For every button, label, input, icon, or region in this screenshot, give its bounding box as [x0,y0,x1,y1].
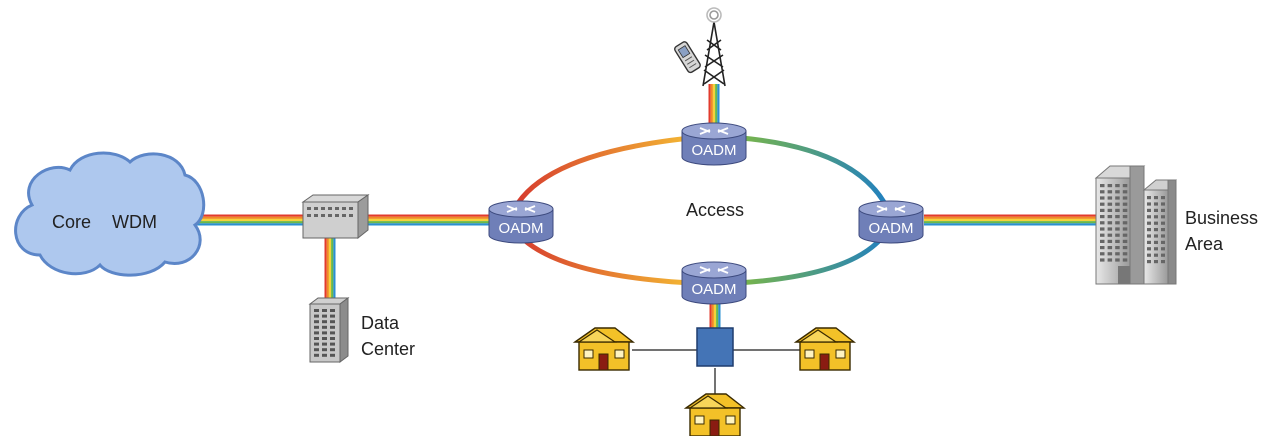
cell-tower-icon [702,7,726,87]
oadm-node-top [681,122,747,166]
router-arrows-icon [699,127,729,135]
house-left-icon [572,327,636,371]
business-building-icon [1094,165,1178,285]
data-center-label-line2: Center [361,339,416,359]
oadm-right-label: OADM [868,220,914,237]
oadm-node-bottom [681,261,747,305]
router-arrows-icon [876,205,906,213]
fiber-cloud-to-switch [196,214,304,226]
oadm-node-left [488,200,554,244]
data-center-label-line1: Data [361,313,400,333]
hub-box [696,327,734,367]
fiber-switch-to-oadm-left [366,214,492,226]
fiber-switch-to-data-center [324,236,336,306]
distribution-switch [301,194,370,240]
oadm-node-right [858,200,924,244]
oadm-bottom-label: OADM [691,281,737,298]
ring-label-access: Access [686,200,745,220]
fiber-oadm-right-to-business [924,214,1097,226]
oadm-left-label: OADM [498,220,544,237]
router-arrows-icon [699,266,729,274]
oadm-top-label: OADM [691,142,737,159]
house-bottom-icon [683,393,747,437]
cloud-label-core: Core [52,212,92,232]
hub-distribution-lines [632,349,800,398]
core-wdm-cloud [14,151,206,277]
fiber-oadm-bottom-to-hub [709,300,721,330]
business-label-line1: Business [1185,208,1259,228]
fiber-links [196,84,1097,330]
mobile-phone-icon [674,41,701,74]
data-center-building-icon [308,297,350,363]
cloud-label-wdm: WDM [112,212,157,232]
house-right-icon [793,327,857,371]
fiber-tower-to-oadm-top [708,84,720,126]
business-label-line2: Area [1185,234,1224,254]
router-arrows-icon [506,205,536,213]
